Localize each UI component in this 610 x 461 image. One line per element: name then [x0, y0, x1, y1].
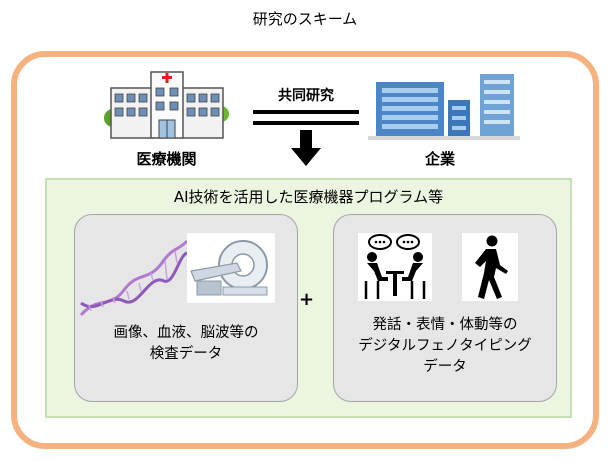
program-title: AI技術を活用した医療機器プログラム等 — [173, 188, 444, 206]
ct-scanner-icon — [187, 233, 275, 303]
program-box: AI技術を活用した医療機器プログラム等 画像、血液、脳波等の 検査データ — [45, 178, 572, 418]
dna-icon — [79, 239, 189, 317]
company-label: 企業 — [424, 150, 455, 168]
phenotyping-line-1: 発話・表情・体動等の — [372, 317, 518, 333]
scheme-title: 研究のスキーム — [252, 10, 358, 28]
office-buildings-icon — [368, 74, 520, 140]
digital-phenotyping-card: 発話・表情・体動等の デジタルフェノタイピング データ — [333, 214, 557, 402]
phenotyping-line-2: デジタルフェノタイピング — [358, 338, 532, 354]
arrow-down-icon — [291, 130, 321, 166]
plus-sign: + — [299, 289, 315, 310]
phenotyping-line-3: データ — [423, 359, 467, 375]
hospital-icon — [104, 71, 229, 139]
medical-data-card: 画像、血液、脳波等の 検査データ — [74, 214, 298, 402]
walking-person-icon — [462, 233, 518, 301]
collaboration-label: 共同研究 — [278, 88, 334, 104]
conversation-icon — [358, 233, 432, 301]
hospital-label: 医療機関 — [136, 150, 197, 168]
collaboration-lines — [253, 110, 359, 125]
medical-data-line-1: 画像、血液、脳波等の — [113, 325, 259, 341]
medical-data-line-2: 検査データ — [149, 346, 223, 362]
